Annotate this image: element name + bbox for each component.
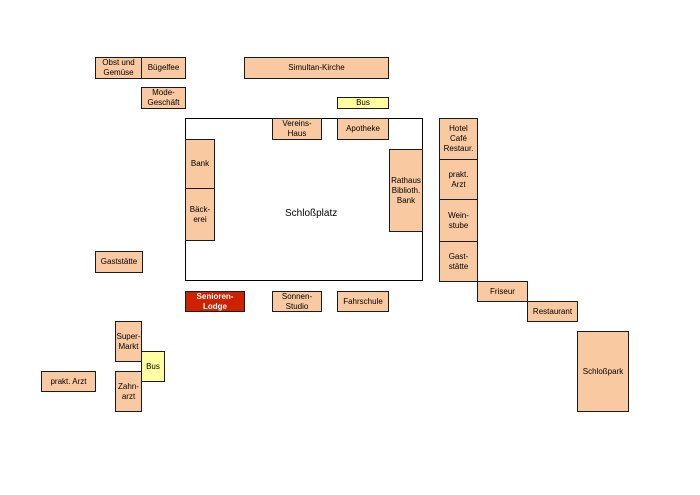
baeckerei[interactable]: Bäck- erei [185, 188, 215, 241]
bus-stop-top[interactable]: Bus [337, 97, 389, 109]
sonnen-studio[interactable]: Sonnen- Studio [272, 291, 322, 312]
rathaus-bibliothek-bank[interactable]: Rathaus Biblioth. Bank [389, 149, 423, 232]
supermarkt[interactable]: Super- Markt [115, 321, 142, 362]
zahnarzt[interactable]: Zahn- arzt [115, 371, 142, 412]
buegelfee-shop[interactable]: Bügelfee [141, 57, 186, 79]
prakt-arzt-right[interactable]: prakt. Arzt [439, 159, 478, 200]
schlosspark[interactable]: Schloßpark [577, 331, 629, 412]
apotheke[interactable]: Apotheke [337, 118, 389, 140]
obst-gemuese-shop[interactable]: Obst und Gemüse [95, 57, 142, 79]
schlossplatz-square [185, 118, 423, 281]
senioren-lodge[interactable]: Senioren- Lodge [185, 291, 245, 312]
friseur[interactable]: Friseur [477, 281, 528, 302]
vereins-haus[interactable]: Vereins- Haus [272, 118, 322, 140]
restaurant[interactable]: Restaurant [527, 301, 578, 322]
prakt-arzt-left[interactable]: prakt. Arzt [41, 371, 96, 392]
simultan-kirche[interactable]: Simultan-Kirche [244, 57, 389, 79]
gaststaette-right[interactable]: Gast- stätte [439, 241, 478, 282]
bus-stop-bottom[interactable]: Bus [141, 351, 165, 382]
schlossplatz-label: Schloßplatz [285, 208, 338, 219]
gaststaette-left[interactable]: Gaststätte [95, 251, 143, 273]
bank-left[interactable]: Bank [185, 139, 215, 189]
hotel-cafe-restaurant[interactable]: Hotel Café Restaur. [439, 118, 478, 160]
fahrschule[interactable]: Fahrschule [337, 291, 389, 312]
weinstube[interactable]: Wein- stube [439, 199, 478, 242]
mode-geschaeft[interactable]: Mode- Geschäft [141, 87, 186, 109]
